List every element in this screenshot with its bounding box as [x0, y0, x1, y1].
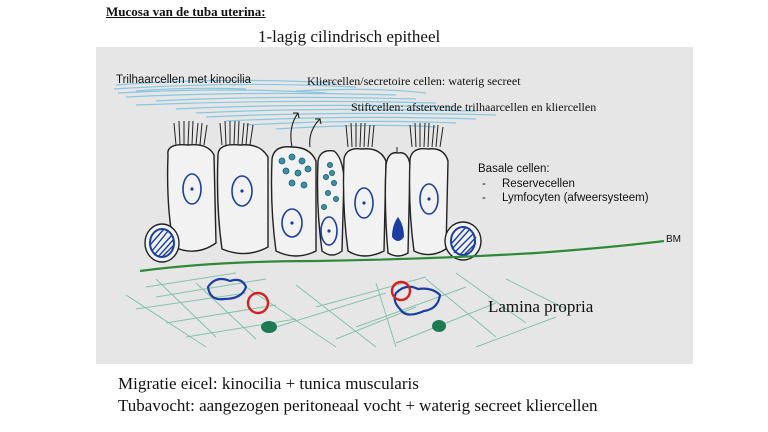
kinocilia [173, 120, 444, 148]
ciliated-cell-2 [216, 144, 269, 255]
diagram-heading: Mucosa van de tuba uterina: [106, 4, 266, 19]
lamina-red-cells [246, 280, 412, 315]
label-lamina-propria: Lamina propria [488, 297, 594, 316]
diagram-title: 1-lagig cilindrisch epitheel [258, 27, 441, 46]
basal-cells-legend: Basale cellen: Reservecellen Lymfocyten … [478, 163, 649, 206]
lamina-green-cells [261, 320, 446, 333]
nuclei [182, 173, 439, 246]
footer-line-migratie: Migratie eicel: kinocilia + tunica muscu… [118, 374, 419, 393]
label-reservecellen: Reservecellen [478, 178, 649, 190]
epithelial-cells [166, 144, 449, 257]
ciliated-cell-1 [166, 144, 217, 252]
label-stiftcellen: Stiftcellen: afstervende trilhaarcellen … [351, 100, 597, 114]
basal-cells [144, 221, 482, 263]
label-bm: BM [666, 234, 681, 245]
label-basale-cellen: Basale cellen: [478, 163, 550, 175]
secretion-arrows [290, 112, 322, 148]
peg-cell [384, 152, 411, 257]
secretory-cell-1 [270, 146, 317, 257]
label-trilhaarcellen: Trilhaarcellen met kinocilia [116, 74, 252, 86]
epithelium-illustration [113, 79, 665, 348]
label-kliercellen: Kliercellen/secretoire cellen: waterig s… [307, 74, 521, 88]
secretory-granules [278, 153, 339, 210]
ciliated-cell-4 [408, 148, 449, 256]
lamina-blue-cells [206, 277, 442, 316]
lamina-propria-fibers [125, 272, 567, 348]
diagram-panel: Trilhaarcellen met kinocilia Kliercellen… [96, 47, 693, 364]
basement-membrane [139, 239, 665, 273]
lumen-streaks [113, 79, 497, 130]
label-lymfocyten: Lymfocyten (afweersysteem) [478, 192, 649, 204]
footer-line-tubavocht: Tubavocht: aangezogen peritoneaal vocht … [118, 396, 598, 415]
peg-cell-nucleus [392, 217, 404, 241]
